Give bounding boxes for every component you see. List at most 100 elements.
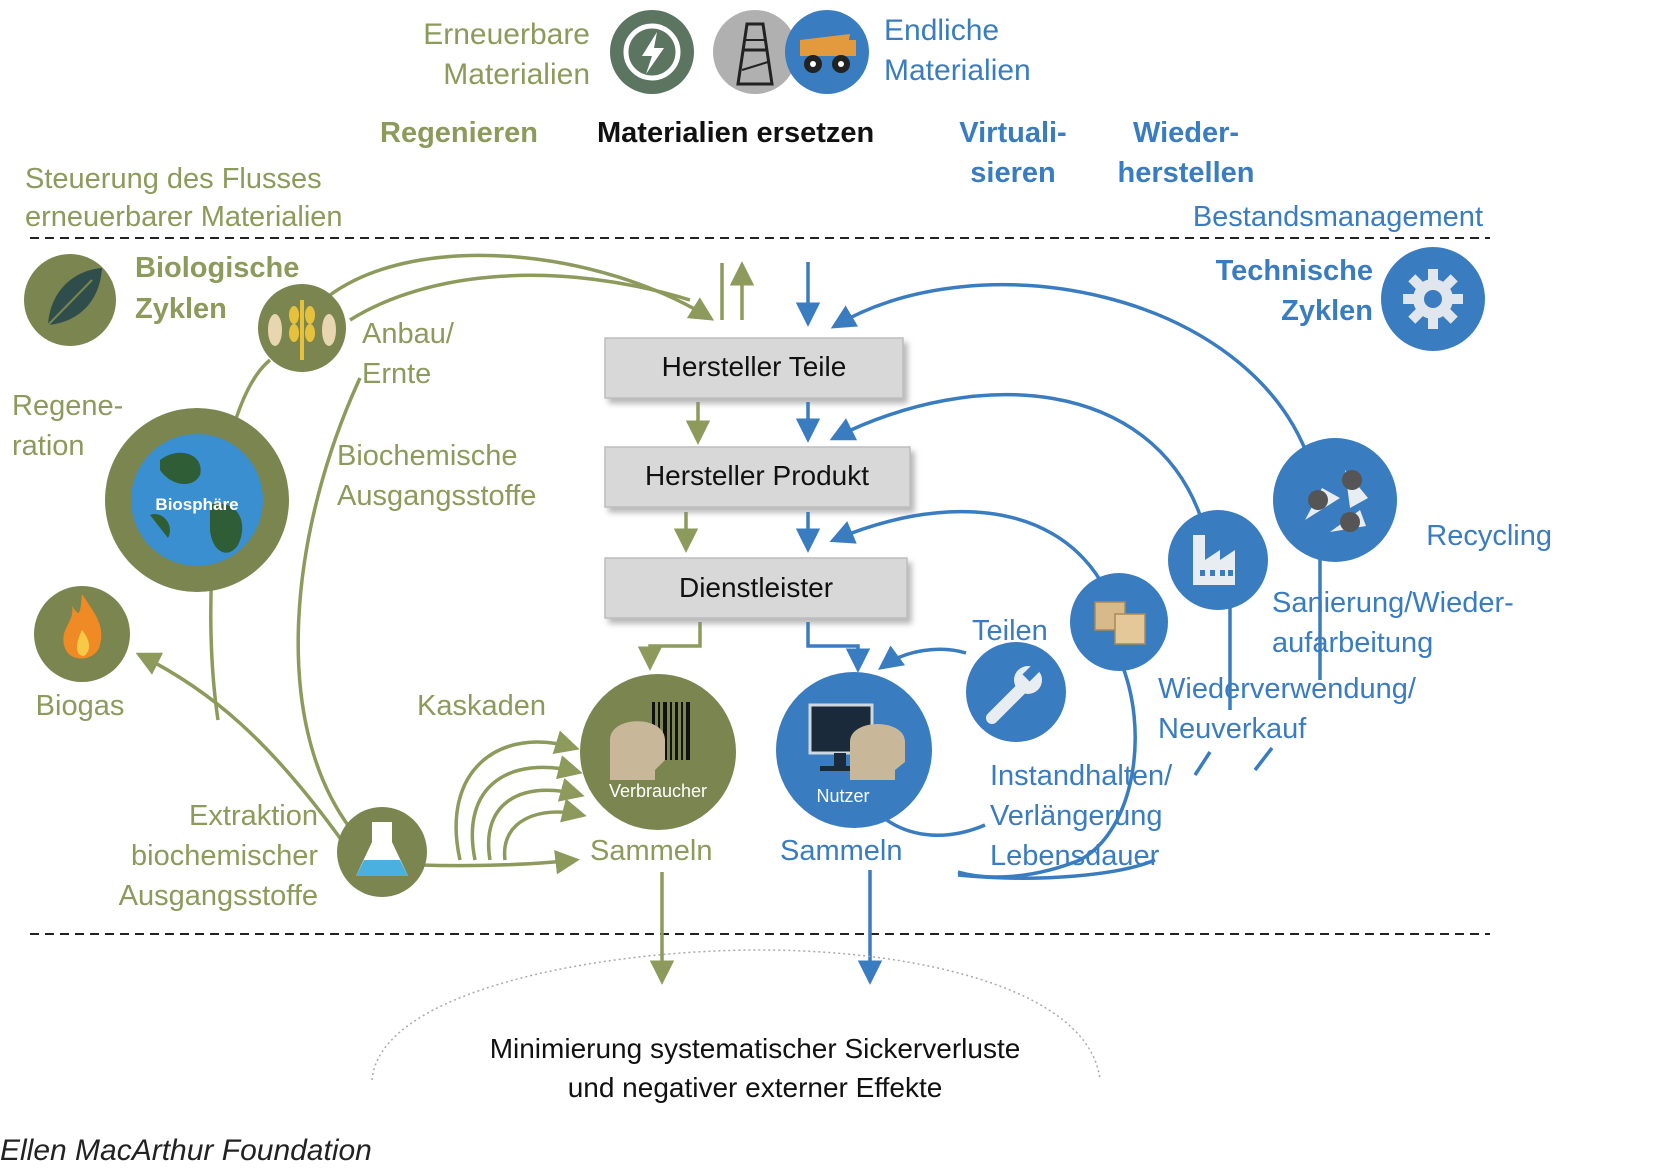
svg-text:Lebensdauer: Lebensdauer (990, 840, 1160, 872)
svg-text:Biochemische: Biochemische (337, 440, 518, 472)
svg-text:Materialien: Materialien (443, 58, 590, 91)
biosphere-globe-icon (105, 408, 289, 592)
svg-text:Dienstleister: Dienstleister (679, 572, 833, 603)
flask-icon (337, 807, 427, 897)
cascades-label: Kaskaden (417, 690, 546, 722)
gear-icon (1381, 247, 1485, 351)
bio-cycles-label: Biologische Zyklen (135, 252, 299, 325)
svg-text:Biologische: Biologische (135, 252, 299, 284)
arrow-service-to-user (806, 622, 871, 673)
arrow-extraction-to-collect (419, 850, 580, 875)
svg-text:Materialien: Materialien (884, 54, 1031, 87)
tech-cycle-arrows (795, 262, 1322, 985)
user-label: Nutzer (816, 786, 869, 806)
svg-text:Wiederverwendung/: Wiederverwendung/ (1158, 673, 1417, 705)
svg-text:Steuerung des Flusses: Steuerung des Flusses (25, 163, 322, 195)
arrow-biochem-feedstock (296, 377, 362, 830)
leakage-label: Minimierung systematischer Sickerverlust… (490, 1033, 1021, 1103)
maintain-label: Instandhalten/ Verlängerung Lebensdauer (990, 760, 1173, 872)
fire-icon (34, 586, 130, 682)
substitute-materials-label: Materialien ersetzen (597, 117, 874, 149)
biochem-feedstock-label: Biochemische Ausgangsstoffe (337, 440, 536, 512)
user-icon (776, 672, 932, 828)
svg-text:Endliche: Endliche (884, 14, 999, 47)
svg-text:Sanierung/Wieder-: Sanierung/Wieder- (1272, 587, 1514, 619)
svg-text:Neuverkauf: Neuverkauf (1158, 713, 1307, 745)
svg-text:Ernte: Ernte (362, 358, 431, 390)
svg-text:ration: ration (12, 430, 85, 462)
recycling-label: Recycling (1426, 520, 1552, 552)
parts-maker-box: Hersteller Teile (604, 337, 904, 399)
farming-label: Anbau/ Ernte (362, 318, 455, 390)
recycling-icon (1273, 438, 1397, 562)
consumer-icon (580, 674, 736, 830)
remanufacture-label: Wieder- herstellen (1118, 117, 1255, 189)
collect-user-label: Sammeln (780, 835, 903, 867)
svg-text:Ausgangsstoffe: Ausgangsstoffe (119, 880, 318, 912)
svg-text:Wieder-: Wieder- (1133, 117, 1239, 149)
boxes-icon (1070, 573, 1168, 671)
svg-text:aufarbeitung: aufarbeitung (1272, 627, 1433, 659)
mining-truck-icon (785, 10, 869, 94)
arrow-recycling (830, 283, 1312, 463)
collect-consumer-label: Sammeln (590, 835, 713, 867)
header-renewable-label: Erneuerbare Materialien (423, 18, 590, 91)
svg-text:und negativer externer Effekte: und negativer externer Effekte (568, 1072, 943, 1103)
renewable-energy-icon (610, 10, 694, 94)
svg-text:erneuerbarer Materialien: erneuerbarer Materialien (25, 201, 343, 233)
svg-text:Verlängerung: Verlängerung (990, 800, 1163, 832)
stock-management-label: Bestandsmanagement (1193, 201, 1483, 233)
arrow-service-to-consumer (637, 622, 702, 671)
svg-text:Hersteller Teile: Hersteller Teile (662, 351, 847, 382)
arrow-share (878, 645, 967, 670)
svg-text:Zyklen: Zyklen (1281, 295, 1373, 327)
cascade-arrow-2 (470, 755, 583, 861)
reuse-label: Wiederverwendung/ Neuverkauf (1158, 673, 1417, 745)
svg-text:sieren: sieren (970, 157, 1055, 189)
arrow-refurbish (829, 393, 1202, 516)
arrow-to-biogas (135, 652, 347, 847)
svg-text:Minimierung systematischer Sic: Minimierung systematischer Sickerverlust… (490, 1033, 1021, 1064)
virtualise-label: Virtuali- sieren (959, 117, 1066, 189)
tech-cycles-label: Technische Zyklen (1216, 255, 1373, 327)
flow-control-label: Steuerung des Flusses erneuerbarer Mater… (25, 163, 343, 233)
farming-icon (258, 284, 346, 372)
regenerate-label: Regenieren (380, 117, 538, 149)
biosphere-label: Biosphäre (155, 495, 238, 514)
tick-recycling (1253, 746, 1274, 772)
share-label: Teilen (972, 615, 1048, 647)
svg-text:Virtuali-: Virtuali- (959, 117, 1066, 149)
extraction-label: Extraktion biochemischer Ausgangsstoffe (119, 800, 319, 912)
oil-derrick-icon (713, 10, 797, 94)
cascade-arrow-1 (454, 730, 580, 861)
svg-text:Regene-: Regene- (12, 390, 123, 422)
svg-text:Instandhalten/: Instandhalten/ (990, 760, 1173, 792)
leaf-icon (24, 254, 116, 346)
service-provider-box: Dienstleister (604, 557, 908, 619)
wrench-icon (966, 642, 1066, 742)
loop-maintain (957, 858, 1156, 880)
svg-text:Ausgangsstoffe: Ausgangsstoffe (337, 480, 536, 512)
source-caption: Ellen MacArthur Foundation (0, 1134, 372, 1167)
biogas-label: Biogas (36, 690, 125, 722)
svg-text:biochemischer: biochemischer (131, 840, 318, 872)
consumer-label: Verbraucher (609, 781, 707, 801)
loop-user (878, 813, 986, 837)
arrow-farming-inner (349, 273, 691, 322)
leakage-arc (371, 949, 1101, 1081)
svg-text:Zyklen: Zyklen (135, 293, 227, 325)
cascade-arrow-4 (502, 798, 587, 861)
svg-text:Hersteller Produkt: Hersteller Produkt (645, 460, 869, 491)
svg-text:Extraktion: Extraktion (189, 800, 318, 832)
header-finite-label: Endliche Materialien (884, 14, 1031, 87)
factory-icon (1168, 510, 1268, 610)
svg-text:herstellen: herstellen (1118, 157, 1255, 189)
regeneration-label: Regene- ration (12, 390, 123, 462)
refurbish-label: Sanierung/Wieder- aufarbeitung (1272, 587, 1514, 659)
svg-text:Anbau/: Anbau/ (362, 318, 455, 350)
arrow-farming-to-parts (328, 253, 715, 321)
product-maker-box: Hersteller Produkt (604, 446, 911, 508)
tick-refurbish (1193, 751, 1212, 776)
arrow-reuse (829, 509, 1102, 581)
